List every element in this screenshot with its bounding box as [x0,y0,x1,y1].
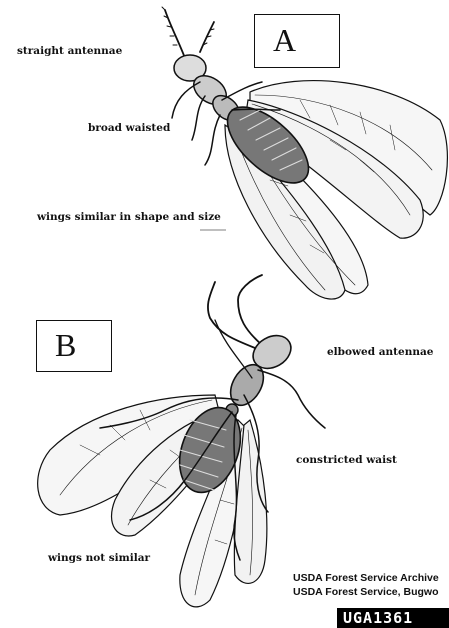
box-label-b: B [36,320,112,372]
label-elbowed-antennae: elbowed antennae [327,346,433,358]
label-wings-not-similar: wings not similar [48,552,150,564]
label-straight-antennae: straight antennae [17,45,122,57]
label-constricted-waist: constricted waist [296,454,397,466]
image-code-badge: UGA1361 [337,608,449,628]
credit-line-1: USDA Forest Service Archive [293,572,439,584]
label-broad-waisted: broad waisted [88,122,170,134]
label-wings-similar: wings similar in shape and size [37,211,221,223]
box-label-a: A [254,14,340,68]
box-b-letter: B [55,329,76,361]
box-a-letter: A [273,24,296,56]
credit-line-2: USDA Forest Service, Bugwo [293,586,438,598]
